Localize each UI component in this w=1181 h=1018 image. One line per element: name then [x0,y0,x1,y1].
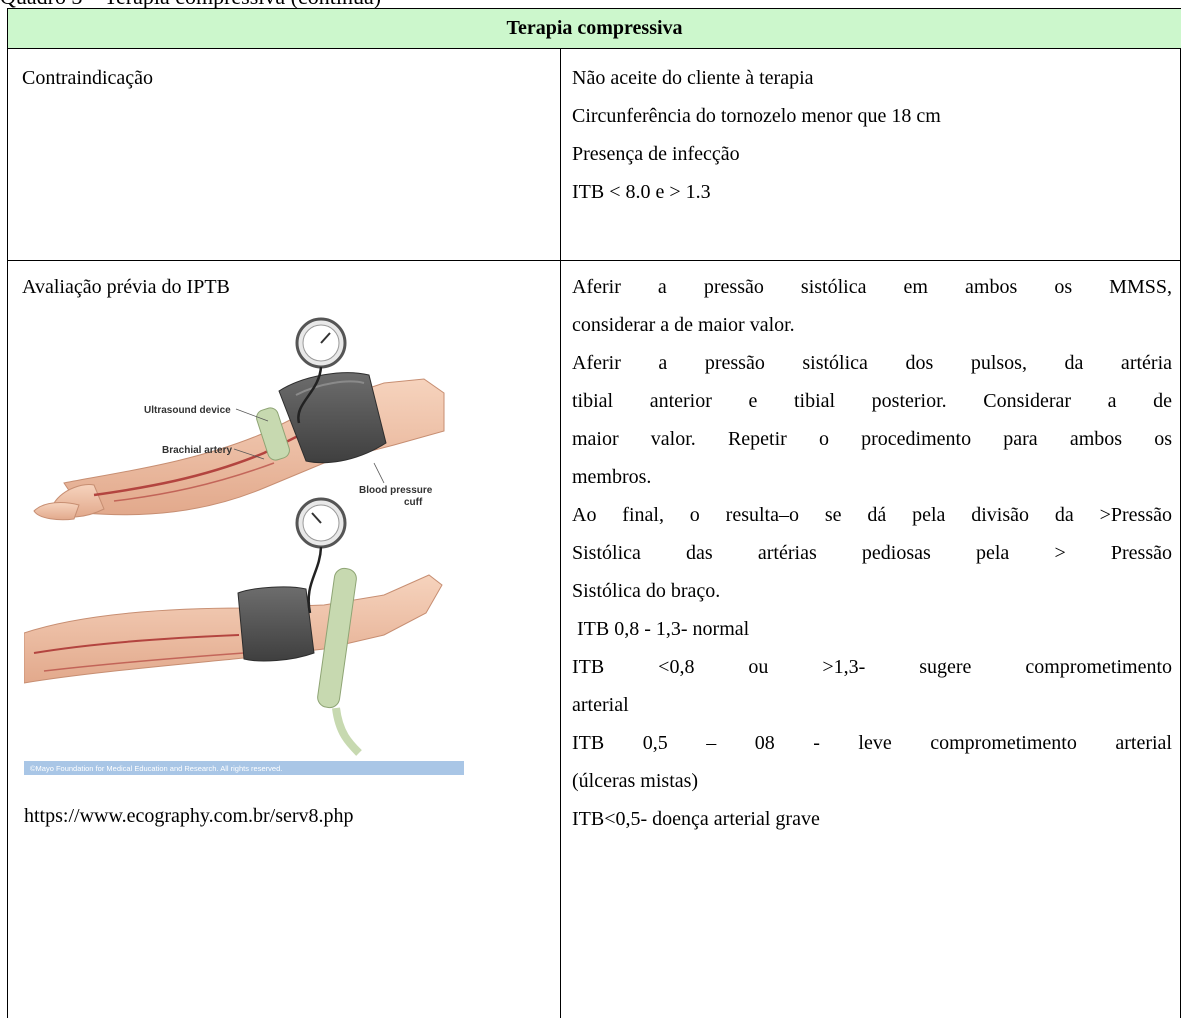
contraindication-item: Circunferência do tornozelo menor que 18… [572,105,941,127]
arm-figure [33,317,445,521]
copyright-strip [24,761,464,775]
brachial-label: Brachial artery [162,445,232,456]
table-caption: Quadro 3 – Terapia compressiva (continua… [0,0,381,8]
itb-line: (úlceras mistas) [572,770,699,792]
procedure-line: Aferir a pressão sistólica dos pulsos, d… [572,352,1172,374]
procedure-line: Aferir a pressão sistólica em ambos os M… [572,276,1172,298]
procedure-line: considerar a de maior valor. [572,314,795,336]
cuff-label-line2: cuff [404,497,423,508]
itb-line: ITB <0,8 ou >1,3- sugere comprometimento [572,656,1172,678]
contraindication-item: ITB < 8.0 e > 1.3 [572,181,711,203]
table-border-top [7,8,1181,9]
itb-line: ITB<0,5- doença arterial grave [572,808,820,830]
contraindication-item: Presença de infecção [572,143,740,165]
itb-line: arterial [572,694,629,716]
row-divider [7,260,1181,261]
row2-label-cell: Avaliação prévia do IPTB [22,268,230,306]
copyright-text: ©Mayo Foundation for Medical Education a… [30,764,282,773]
table-header: Terapia compressiva [8,9,1181,48]
row1-label: Contraindicação [22,67,154,89]
itb-line: ITB 0,5 – 08 - leve comprometimento arte… [572,732,1172,754]
row2-label: Avaliação prévia do IPTB [22,276,230,298]
contraindication-item: Não aceite do cliente à terapia [572,67,814,89]
row1-content-cell: Não aceite do cliente à terapia Circunfe… [572,59,1172,211]
column-divider [560,48,561,1018]
ultrasound-label: Ultrasound device [144,405,231,416]
source-url: https://www.ecography.com.br/serv8.php [24,805,354,827]
abi-measurement-illustration: Ultrasound device Brachial artery Blood … [24,313,464,775]
leg-figure [24,497,443,756]
header-divider [7,48,1181,49]
procedure-line: Sistólica das artérias pediosas pela > P… [572,542,1172,564]
itb-normal-line: ITB 0,8 - 1,3- normal [572,618,750,640]
procedure-line: tibial anterior e tibial posterior. Cons… [572,390,1172,412]
row1-label-cell: Contraindicação [22,59,153,97]
procedure-line: membros. [572,466,652,488]
procedure-line: maior valor. Repetir o procedimento para… [572,428,1172,450]
table-border-left [7,8,8,1018]
procedure-line: Ao final, o resulta–o se dá pela divisão… [572,504,1172,526]
row2-content-cell: Aferir a pressão sistólica em ambos os M… [572,268,1172,838]
cuff-label-line1: Blood pressure [359,485,433,496]
procedure-line: Sistólica do braço. [572,580,721,602]
